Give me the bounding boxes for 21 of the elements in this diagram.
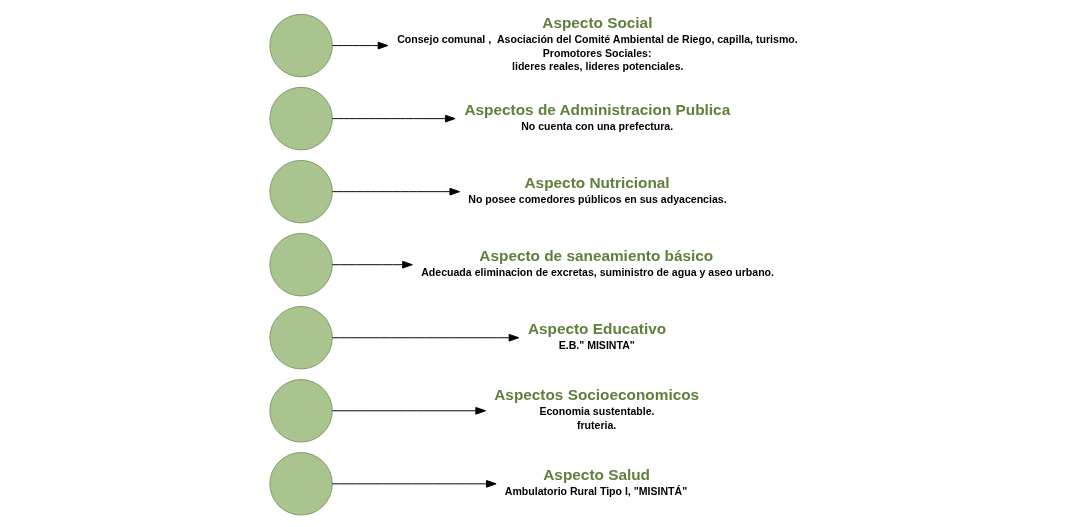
node-text: Aspecto Salud Ambulatorio Rural Tipo I, "MISINTÁ" bbox=[504, 465, 687, 498]
node-circle bbox=[268, 379, 333, 443]
node-text: Aspecto Social Consejo comunal , Asociación del Comité Ambiental de Riego, capilla, turismo. Promotores Sociales: lideres reales, lideres potenciales. bbox=[396, 14, 798, 73]
node-circle bbox=[268, 13, 333, 78]
node-circle bbox=[268, 306, 333, 370]
node-circle bbox=[268, 159, 333, 224]
arrow bbox=[331, 333, 519, 342]
node-text: Aspectos Socioeconomicos Economia sustentable. fruteria. bbox=[493, 386, 699, 431]
node-text: Aspecto Nutricional No posee comedores públicos en sus adyacencias. bbox=[467, 173, 727, 205]
arrow bbox=[331, 406, 486, 415]
node-text: Aspecto de saneamiento básico Adecuada eliminacion de excretas, suministro de agua y aseo urbano. bbox=[420, 246, 774, 279]
arrow bbox=[331, 114, 456, 123]
arrow bbox=[331, 480, 497, 488]
node-circle bbox=[268, 452, 333, 516]
arrow bbox=[331, 187, 460, 196]
arrow bbox=[331, 260, 413, 269]
arrow bbox=[331, 41, 388, 50]
node-text: Aspecto Educativo E.B." MISINTA" bbox=[527, 319, 666, 352]
node-circle bbox=[268, 86, 333, 151]
node-text: Aspectos de Administracion Publica No cuenta con una prefectura. bbox=[463, 100, 730, 132]
node-circle bbox=[268, 233, 333, 297]
